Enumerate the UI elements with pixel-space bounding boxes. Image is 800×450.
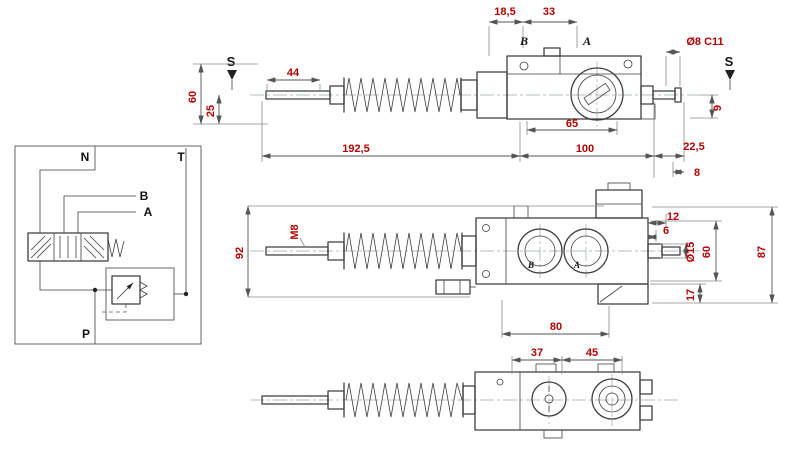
dim-m8: M8 [289,224,301,239]
screw [482,270,490,278]
relief-arrow [116,282,134,300]
dim-37: 37 [531,347,543,359]
dim-100: 100 [576,143,594,155]
section-arrow-right [725,70,735,80]
dim-60-front: 60 [701,246,713,258]
return-spring [345,232,462,270]
dim-44: 44 [287,67,300,79]
dim-17: 17 [685,289,697,301]
section-marker-right: S [725,54,734,69]
schematic-label-n: N [81,150,90,164]
front-view: 92 M8 12 6 Ø15 60 87 17 80 B A [234,182,778,338]
dim-87: 87 [756,246,768,258]
port-label-b-front: B [527,260,534,270]
port-label-a: A [582,34,591,48]
bottom-tab [543,429,563,439]
port-bore-b-inner [524,235,556,267]
bottom-view: 37 45 [250,347,680,439]
schematic-label-t: T [177,150,185,164]
stub-end [674,87,682,103]
return-spring [345,382,463,418]
lever-mount-outer [570,67,624,121]
schematic-label-a: A [144,205,153,219]
dim-12: 12 [667,211,679,223]
hex-fitting [435,279,471,295]
schematic-label-p: P [82,327,90,341]
dim-dia15: Ø15 [685,242,697,263]
port-bore-a-outer [563,228,609,274]
pilot-line [102,304,127,313]
top-plug [607,182,631,191]
dim-8: 8 [694,167,700,179]
line-to-N [39,146,96,233]
top-tab [535,363,557,373]
m8-leader [299,237,306,248]
valve-hatch-right [83,235,105,259]
mount-ear [640,103,656,120]
valve-body-top-view [506,55,642,120]
port-bore-b-outer [517,228,563,274]
port-label-b: B [519,34,528,48]
valve-hatch-center [59,236,77,258]
dim-45: 45 [586,347,598,359]
dim-65: 65 [566,118,578,130]
valve-hatch-left [30,235,52,259]
directional-valve-symbol [27,232,109,262]
port-boss [543,47,561,57]
schematic-label-b: B [140,189,149,203]
dim-22-5: 22,5 [683,141,704,153]
port-label-a-front: A [573,260,580,270]
line-to-relief [39,261,95,291]
dim-9: 9 [712,105,724,111]
port-bore-a-inner [570,235,602,267]
dim-dia8-c11: Ø8 C11 [686,36,723,48]
stub-shaft [661,246,681,256]
top-tab [597,363,615,373]
dim-92: 92 [234,247,246,259]
dim-192-5: 192,5 [342,143,370,155]
line-to-B [63,195,136,233]
dim-25: 25 [205,105,217,117]
section-marker-left: S [227,54,236,69]
junction-dot [92,287,98,293]
screw [496,378,504,386]
dim-18-5: 18,5 [494,6,515,18]
hydraulic-schematic: N T B A P [14,145,202,345]
screw [623,59,633,69]
side-lug [639,405,653,421]
line-to-A [77,211,136,233]
top-screw [513,205,529,219]
lever-mount-inner [577,74,617,114]
valve-body-bottom-view [474,371,641,431]
relief-spring-symbol [139,281,148,299]
lever-slot [583,82,611,106]
junction-dot [183,291,189,297]
schematic-border [14,145,202,345]
lever-bore-inner [598,385,626,413]
section-arrow-left [227,70,237,80]
return-spring [345,77,461,113]
dim-6: 6 [663,225,669,237]
screw [482,224,490,232]
screw [519,61,529,71]
bottom-foot [597,283,649,305]
dim-80: 80 [550,321,562,333]
side-lug [639,379,653,395]
pivot-bore [531,381,567,417]
dim-33: 33 [543,6,555,18]
dim-60-top: 60 [187,91,199,103]
top-view: S S [187,6,735,179]
spool-rod [261,395,329,405]
lever-bore-outer [591,378,633,420]
valve-spring-symbol [107,238,125,258]
